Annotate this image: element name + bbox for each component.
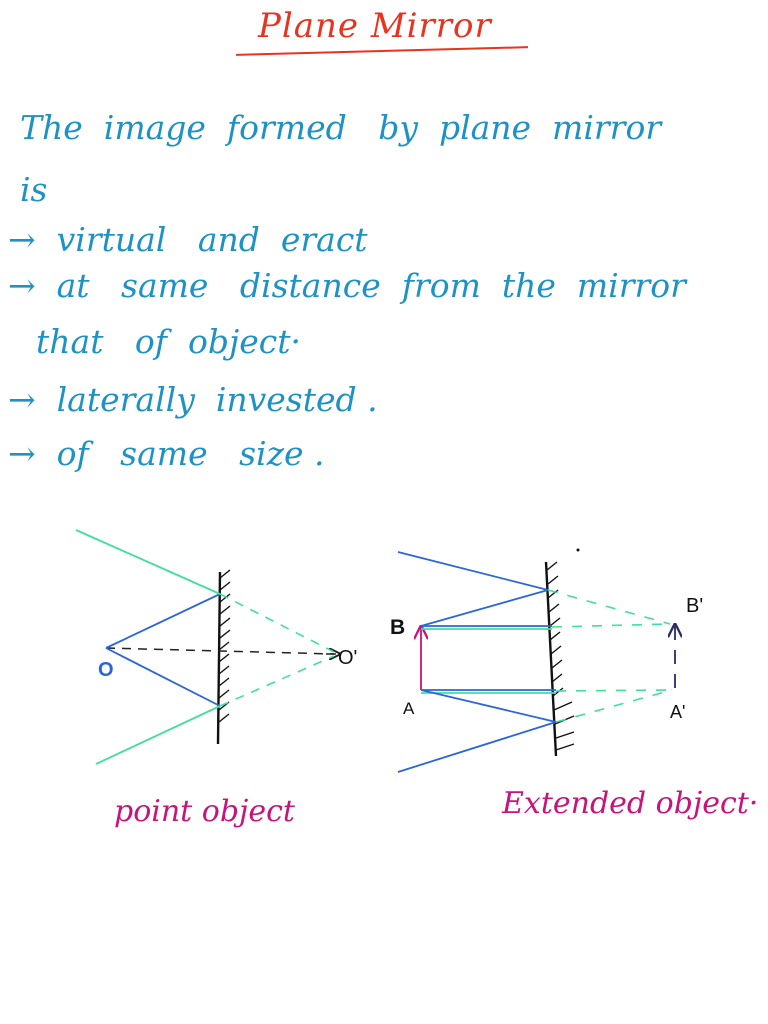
note-line-6: → laterally invested . xyxy=(8,380,378,419)
label-a-prime: A' xyxy=(670,702,685,722)
ray-a-reflected xyxy=(397,721,557,773)
note-line-4: → at same distance from the mirror xyxy=(8,266,686,305)
ray-b-incident xyxy=(420,589,549,627)
extended-object-diagram: B A B' A' xyxy=(390,548,703,773)
note-line-2: is xyxy=(20,170,48,209)
virtual-ray-upper xyxy=(219,593,335,653)
reflected-ray-lower xyxy=(95,705,221,765)
normal-line xyxy=(105,647,335,655)
incident-ray-upper xyxy=(105,593,221,649)
virtual-ray-b-normal xyxy=(551,623,671,628)
ray-a-incident xyxy=(420,689,557,723)
mirror-hatching xyxy=(218,569,231,723)
note-line-1: The image formed by plane mirror xyxy=(20,108,662,147)
caption-point-object: point object xyxy=(114,794,295,829)
caption-extended-object: Extended object· xyxy=(502,786,759,821)
virtual-ray-a-normal xyxy=(555,689,673,692)
label-b-prime: B' xyxy=(686,595,703,617)
label-b: B xyxy=(390,616,405,639)
note-line-7: → of same size . xyxy=(8,434,325,473)
ray-b-reflected xyxy=(397,551,549,591)
virtual-ray-a-oblique xyxy=(555,689,673,723)
image-label-o-prime: O' xyxy=(338,647,357,669)
pen-dot xyxy=(576,548,580,552)
page-title: Plane Mirror xyxy=(258,6,492,46)
plane-mirror xyxy=(216,571,222,745)
note-line-3: → virtual and eract xyxy=(8,220,368,259)
note-line-5: that of object· xyxy=(36,322,301,361)
mirror-hatching-2 xyxy=(546,561,575,751)
label-a: A xyxy=(403,699,415,718)
point-object-diagram: O O' xyxy=(75,529,357,765)
reflected-ray-upper xyxy=(75,529,221,595)
incident-ray-lower xyxy=(105,647,221,707)
virtual-ray-b-oblique xyxy=(547,589,671,625)
plane-mirror-2 xyxy=(544,561,558,757)
virtual-ray-lower xyxy=(219,655,335,707)
object-label-o: O xyxy=(98,659,114,681)
